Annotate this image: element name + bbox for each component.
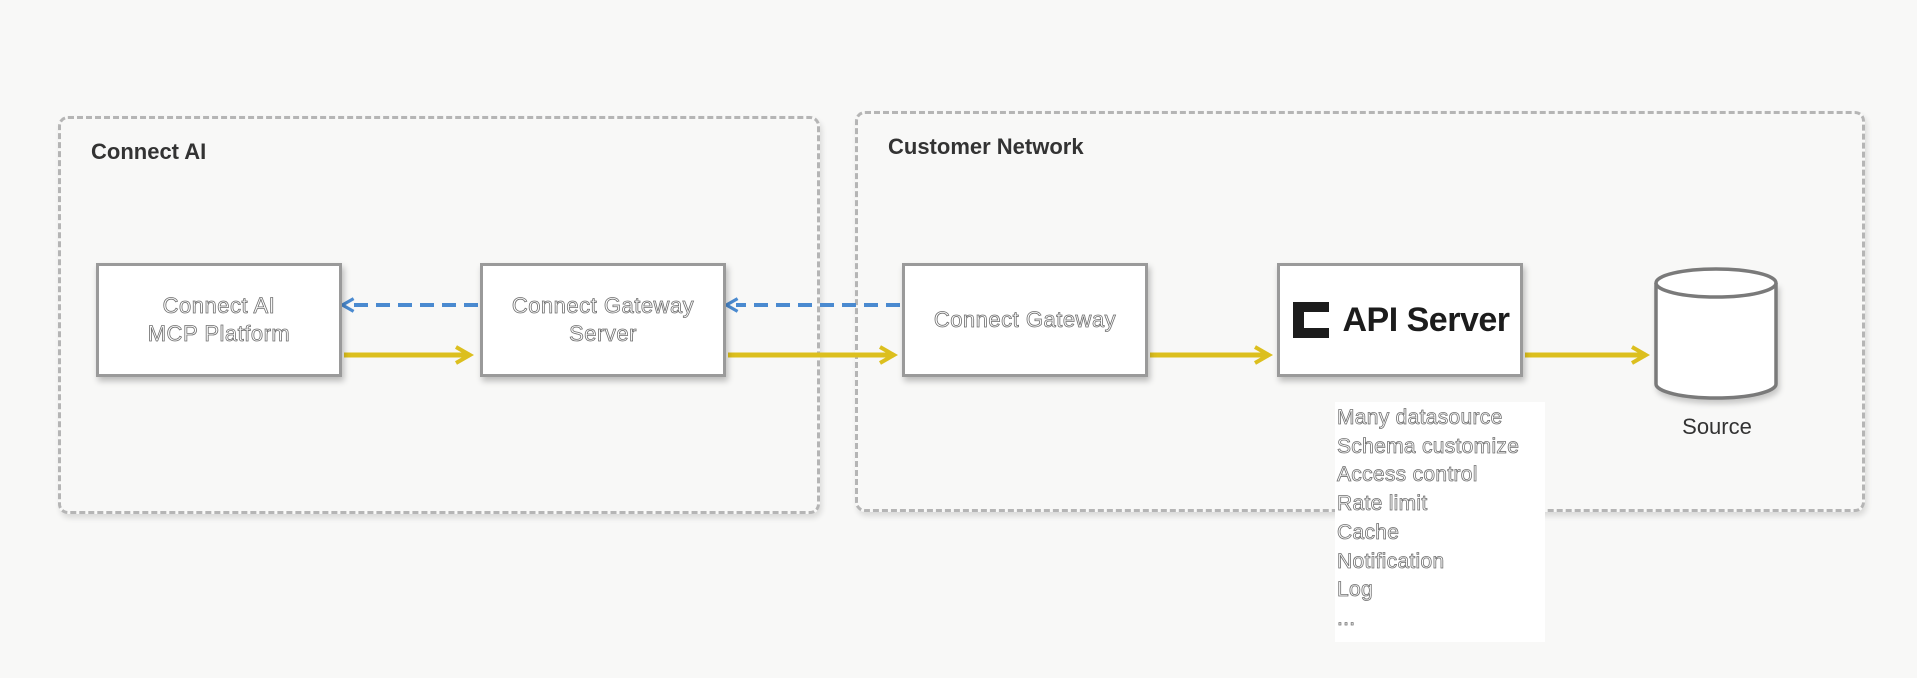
node-mcp-platform: Connect AI MCP Platform [96, 263, 342, 377]
source-label: Source [1682, 414, 1752, 439]
node-label: Connect Gateway Server [511, 293, 695, 347]
feature-item: Schema customize [1337, 434, 1520, 458]
source-database-icon [1654, 267, 1778, 400]
api-server-logo-icon [1292, 302, 1329, 338]
group-connect-ai: Connect AI [58, 116, 820, 514]
feature-item: Access control [1337, 463, 1478, 487]
api-server-feature-list: Many datasource Schema customize Access … [1335, 402, 1546, 642]
group-title-connect-ai: Connect AI [91, 139, 207, 164]
node-gateway: Connect Gateway [902, 263, 1148, 377]
feature-item: Rate limit [1337, 492, 1428, 516]
api-server-label: API Server [1342, 300, 1511, 339]
feature-item: ... [1337, 606, 1356, 631]
node-api-server: API Server [1277, 263, 1523, 377]
feature-item: Cache [1337, 520, 1400, 544]
node-gateway-server: Connect Gateway Server [480, 263, 726, 377]
feature-item: Log [1337, 578, 1373, 602]
feature-item: Many datasource [1337, 406, 1503, 430]
node-label: Connect AI MCP Platform [147, 293, 291, 347]
node-label: Connect Gateway [933, 307, 1117, 333]
group-title-customer-network: Customer Network [888, 134, 1084, 159]
feature-item: Notification [1337, 549, 1445, 573]
